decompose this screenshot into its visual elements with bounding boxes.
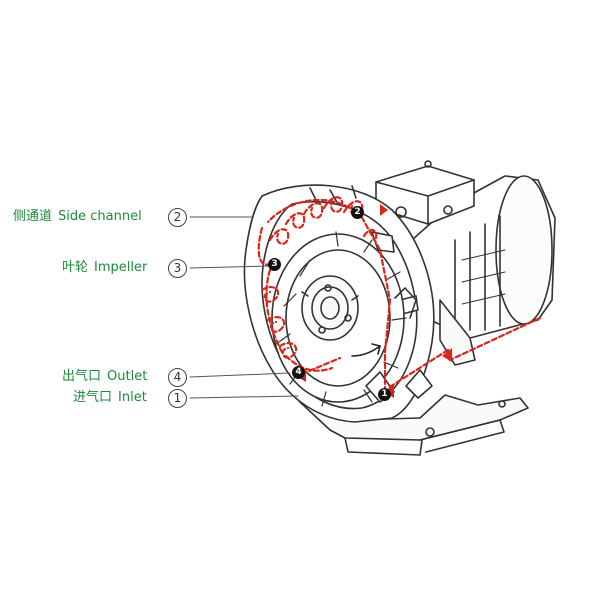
label-outlet: 出气口 Outlet: [62, 369, 147, 385]
marker-2: 2: [351, 206, 364, 219]
label-impeller: 叶轮 Impeller: [62, 260, 147, 276]
num-side-channel: 2: [168, 208, 187, 227]
label-outlet-zh: 出气口: [62, 369, 102, 384]
marker-3: 3: [268, 258, 281, 271]
marker-4: 4: [292, 366, 305, 379]
marker-1: 1: [378, 388, 391, 401]
label-impeller-en: Impeller: [94, 260, 148, 275]
airflow-path: [257, 196, 542, 394]
num-outlet: 4: [168, 368, 187, 387]
label-impeller-zh: 叶轮: [62, 260, 89, 275]
leader-inlet: [189, 395, 299, 399]
leader-outlet: [189, 372, 291, 378]
base-foot: [291, 391, 529, 441]
hub: [301, 275, 359, 341]
label-side-channel: 侧通道 Side channel: [13, 209, 142, 225]
label-side-channel-en: Side channel: [58, 209, 142, 224]
num-inlet: 1: [168, 389, 187, 408]
label-outlet-en: Outlet: [107, 369, 148, 384]
label-inlet-zh: 进气口: [73, 390, 113, 405]
leader-impeller: [189, 265, 269, 269]
label-inlet: 进气口 Inlet: [73, 390, 147, 406]
label-side-channel-zh: 侧通道: [13, 209, 53, 224]
num-impeller: 3: [168, 259, 187, 278]
label-inlet-en: Inlet: [118, 390, 147, 405]
